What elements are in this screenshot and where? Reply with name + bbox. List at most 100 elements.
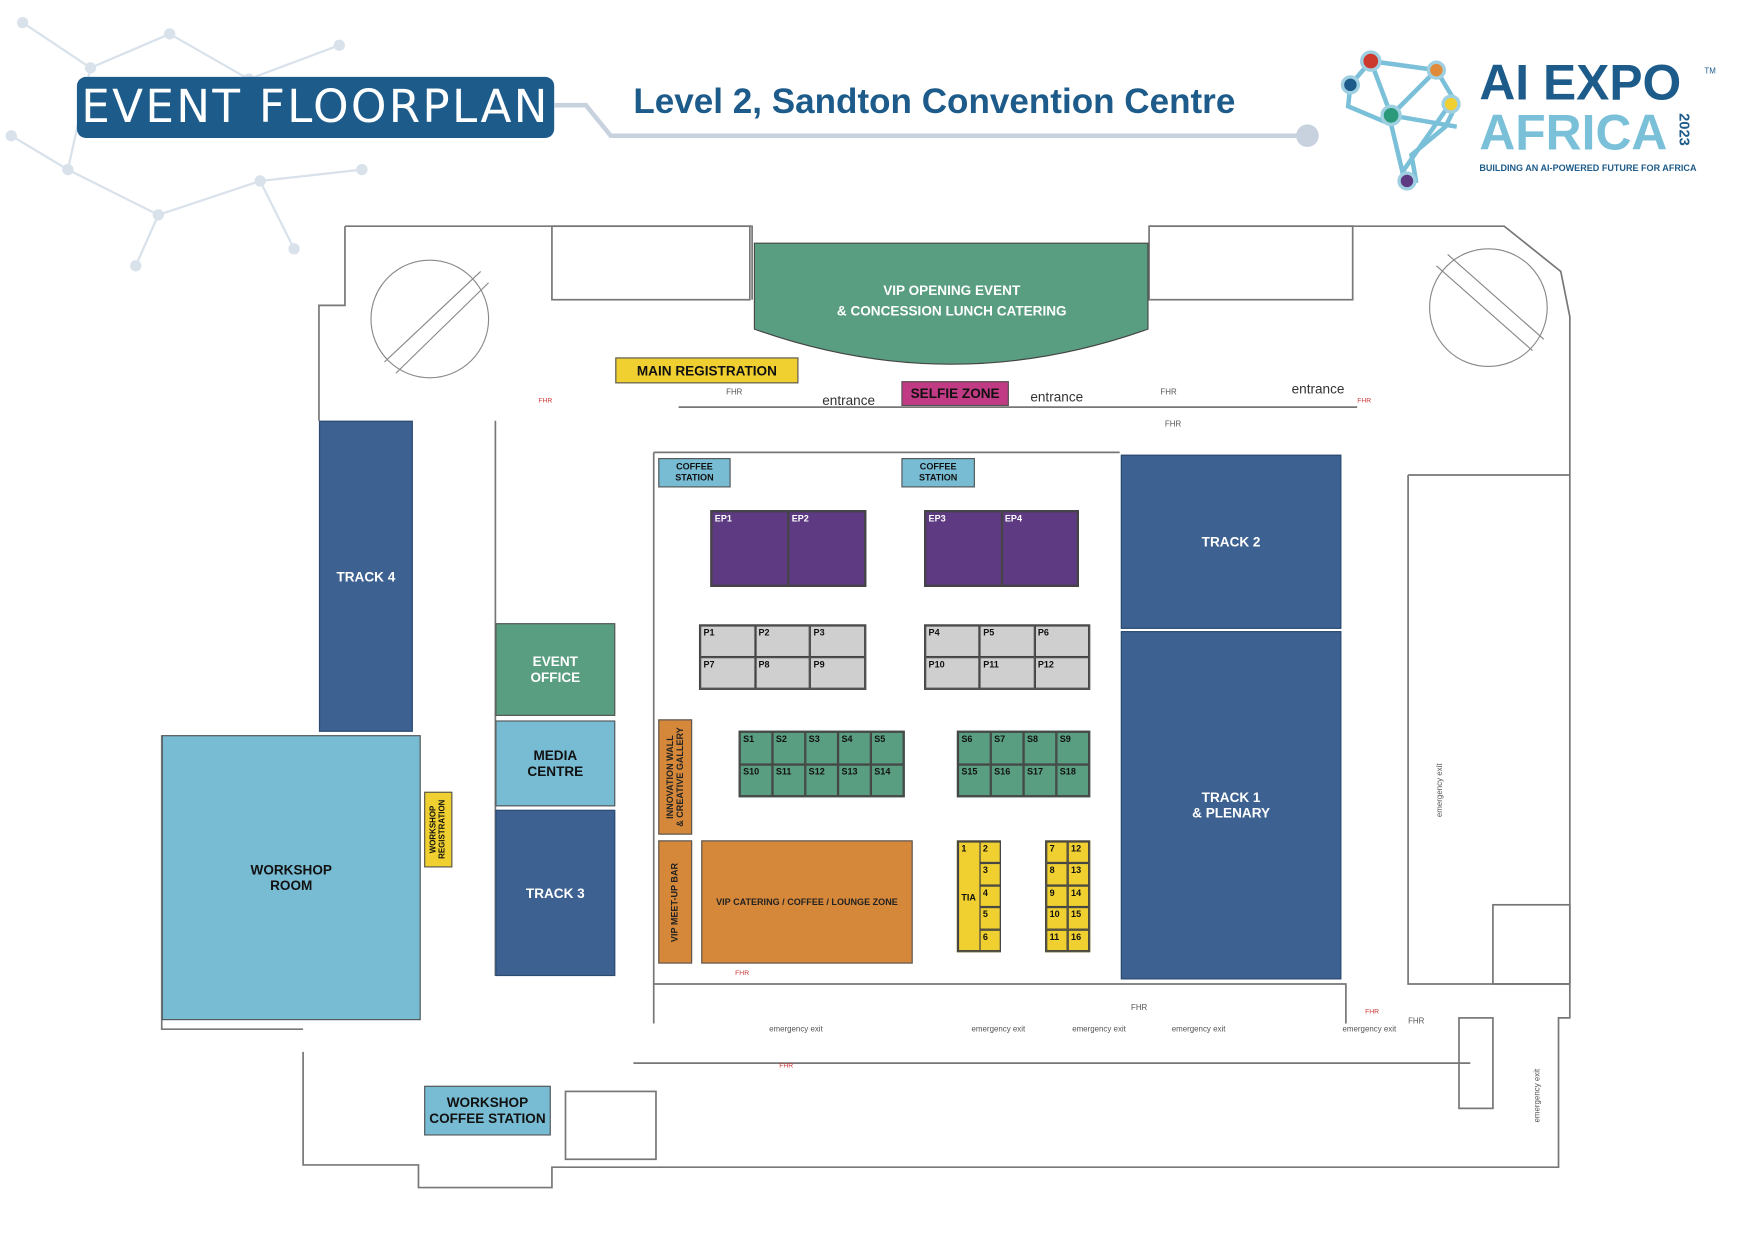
fhr-label: FHR: [779, 1063, 794, 1070]
entrance-label: entrance: [1291, 381, 1345, 397]
fhr-label: FHR: [1408, 1017, 1425, 1026]
booth[interactable]: 9: [1046, 885, 1068, 908]
booth[interactable]: S6: [957, 731, 991, 764]
logo-tm: TM: [1704, 67, 1716, 76]
selfie-zone[interactable]: SELFIE ZONE: [901, 381, 1009, 407]
emergency-exit-label: emergency exit: [769, 1025, 823, 1034]
booth-ep4[interactable]: EP4: [1001, 511, 1078, 586]
emergency-exit-label: emergency exit: [1072, 1025, 1126, 1034]
venue-subtitle: Level 2, Sandton Convention Centre: [633, 81, 1236, 122]
booth[interactable]: S12: [805, 763, 839, 797]
fhr-label: FHR: [735, 970, 750, 978]
booth[interactable]: P5: [979, 625, 1035, 658]
booth[interactable]: 3: [979, 863, 1001, 886]
track-3[interactable]: TRACK 3: [495, 809, 616, 977]
media-centre[interactable]: MEDIA CENTRE: [495, 720, 616, 807]
booth[interactable]: 8: [1046, 863, 1068, 886]
booth[interactable]: P3: [810, 625, 866, 658]
vip-meetup-bar-label: VIP MEET-UP BAR: [669, 862, 680, 942]
booth[interactable]: 15: [1067, 907, 1090, 930]
escalator-left: [370, 259, 490, 379]
booth[interactable]: S17: [1023, 763, 1057, 797]
booth[interactable]: 16: [1067, 929, 1090, 952]
logo-tagline: BUILDING AN AI-POWERED FUTURE FOR AFRICA: [1479, 162, 1697, 174]
entrance-label: entrance: [1030, 389, 1084, 405]
booth[interactable]: P2: [755, 625, 811, 658]
booth[interactable]: S14: [870, 763, 904, 797]
booth[interactable]: S10: [739, 763, 773, 797]
africa-network-logo-icon: [1340, 50, 1461, 191]
booth[interactable]: 2: [979, 841, 1001, 864]
booth[interactable]: P1: [700, 625, 756, 658]
workshop-room[interactable]: WORKSHOP ROOM: [161, 735, 421, 1021]
workshop-registration[interactable]: WORKSHOP REGISTRATION: [424, 791, 453, 868]
logo-ai-expo: AI EXPO: [1479, 55, 1682, 111]
event-office[interactable]: EVENT OFFICE: [495, 623, 616, 716]
booth[interactable]: P6: [1034, 625, 1090, 658]
coffee-station-2[interactable]: COFFEE STATION: [901, 458, 975, 488]
booth[interactable]: P12: [1034, 657, 1090, 689]
booth[interactable]: S8: [1023, 731, 1057, 764]
s-booths-right: S6 S7 S8 S9 S15 S16 S17 S18: [956, 730, 1091, 798]
escalator-right: [1429, 248, 1548, 368]
track-4[interactable]: TRACK 4: [318, 420, 413, 732]
booth[interactable]: 13: [1067, 863, 1090, 886]
p-booths-right: P4 P5 P6 P10 P11 P12: [924, 624, 1091, 690]
booth[interactable]: S4: [838, 731, 871, 764]
vip-meetup-bar[interactable]: VIP MEET-UP BAR: [658, 840, 693, 964]
booth[interactable]: P9: [810, 657, 866, 689]
booth[interactable]: S16: [990, 763, 1024, 797]
logo-year: 2023: [1676, 113, 1694, 146]
booth[interactable]: S15: [957, 763, 991, 797]
track-1-plenary[interactable]: TRACK 1 & PLENARY: [1120, 631, 1342, 980]
fhr-label: FHR: [1131, 1004, 1148, 1013]
emergency-exit-label: emergency exit: [1171, 1025, 1226, 1034]
booth-ep1[interactable]: EP1: [711, 511, 789, 586]
booth[interactable]: S11: [772, 763, 806, 797]
booth[interactable]: 4: [979, 885, 1001, 908]
booth[interactable]: S13: [838, 763, 871, 797]
booth[interactable]: P7: [700, 657, 756, 689]
booth[interactable]: S9: [1056, 731, 1090, 764]
p-booths-left: P1 P2 P3 P7 P8 P9: [698, 624, 867, 690]
booth[interactable]: 6: [979, 929, 1001, 952]
fhr-label: FHR: [1357, 398, 1372, 405]
emergency-exit-label: emergency exit: [1533, 1068, 1542, 1123]
booth[interactable]: P4: [925, 625, 980, 658]
booth[interactable]: 7: [1046, 841, 1068, 864]
booth[interactable]: S5: [870, 731, 904, 764]
workshop-coffee-station[interactable]: WORKSHOP COFFEE STATION: [424, 1085, 551, 1136]
track-2[interactable]: TRACK 2: [1120, 454, 1342, 629]
booth[interactable]: P11: [979, 657, 1035, 689]
vip-opening-label: VIP OPENING EVENT & CONCESSION LUNCH CAT…: [836, 282, 1067, 319]
booth-ep3[interactable]: EP3: [925, 511, 1002, 586]
booth[interactable]: 14: [1067, 885, 1090, 908]
booth-ep2[interactable]: EP2: [788, 511, 866, 586]
fhr-label: FHR: [1365, 1008, 1380, 1016]
booth[interactable]: S1: [739, 731, 773, 764]
main-registration[interactable]: MAIN REGISTRATION: [615, 357, 799, 384]
booth[interactable]: 10: [1046, 907, 1068, 930]
emergency-exit-label: emergency exit: [1436, 763, 1445, 818]
title-connector-line: [554, 102, 1319, 148]
booth[interactable]: S7: [990, 731, 1024, 764]
booth[interactable]: P10: [925, 657, 980, 689]
ep-booths-right: EP3 EP4: [924, 510, 1079, 587]
innovation-wall-label: INNOVATION WALL & CREATIVE GALLERY: [665, 727, 686, 827]
vip-opening-event-area[interactable]: [752, 241, 1152, 368]
innovation-wall[interactable]: INNOVATION WALL & CREATIVE GALLERY: [658, 719, 693, 835]
booth[interactable]: S3: [805, 731, 839, 764]
vip-catering-lounge[interactable]: VIP CATERING / COFFEE / LOUNGE ZONE: [701, 840, 913, 964]
booth[interactable]: S2: [772, 731, 806, 764]
booth[interactable]: 12: [1067, 841, 1090, 864]
tia-booth-block: 1 TIA 2 3 4 5 6: [956, 840, 1001, 953]
emergency-exit-label: emergency exit: [971, 1025, 1026, 1034]
booth[interactable]: 11: [1046, 929, 1068, 952]
coffee-station-1[interactable]: COFFEE STATION: [658, 458, 731, 488]
booth-tia-1[interactable]: 1 TIA: [957, 841, 981, 952]
booth[interactable]: S18: [1056, 763, 1090, 797]
booth-number: 1: [961, 843, 967, 854]
booth[interactable]: P8: [755, 657, 811, 689]
booth[interactable]: 5: [979, 907, 1001, 930]
